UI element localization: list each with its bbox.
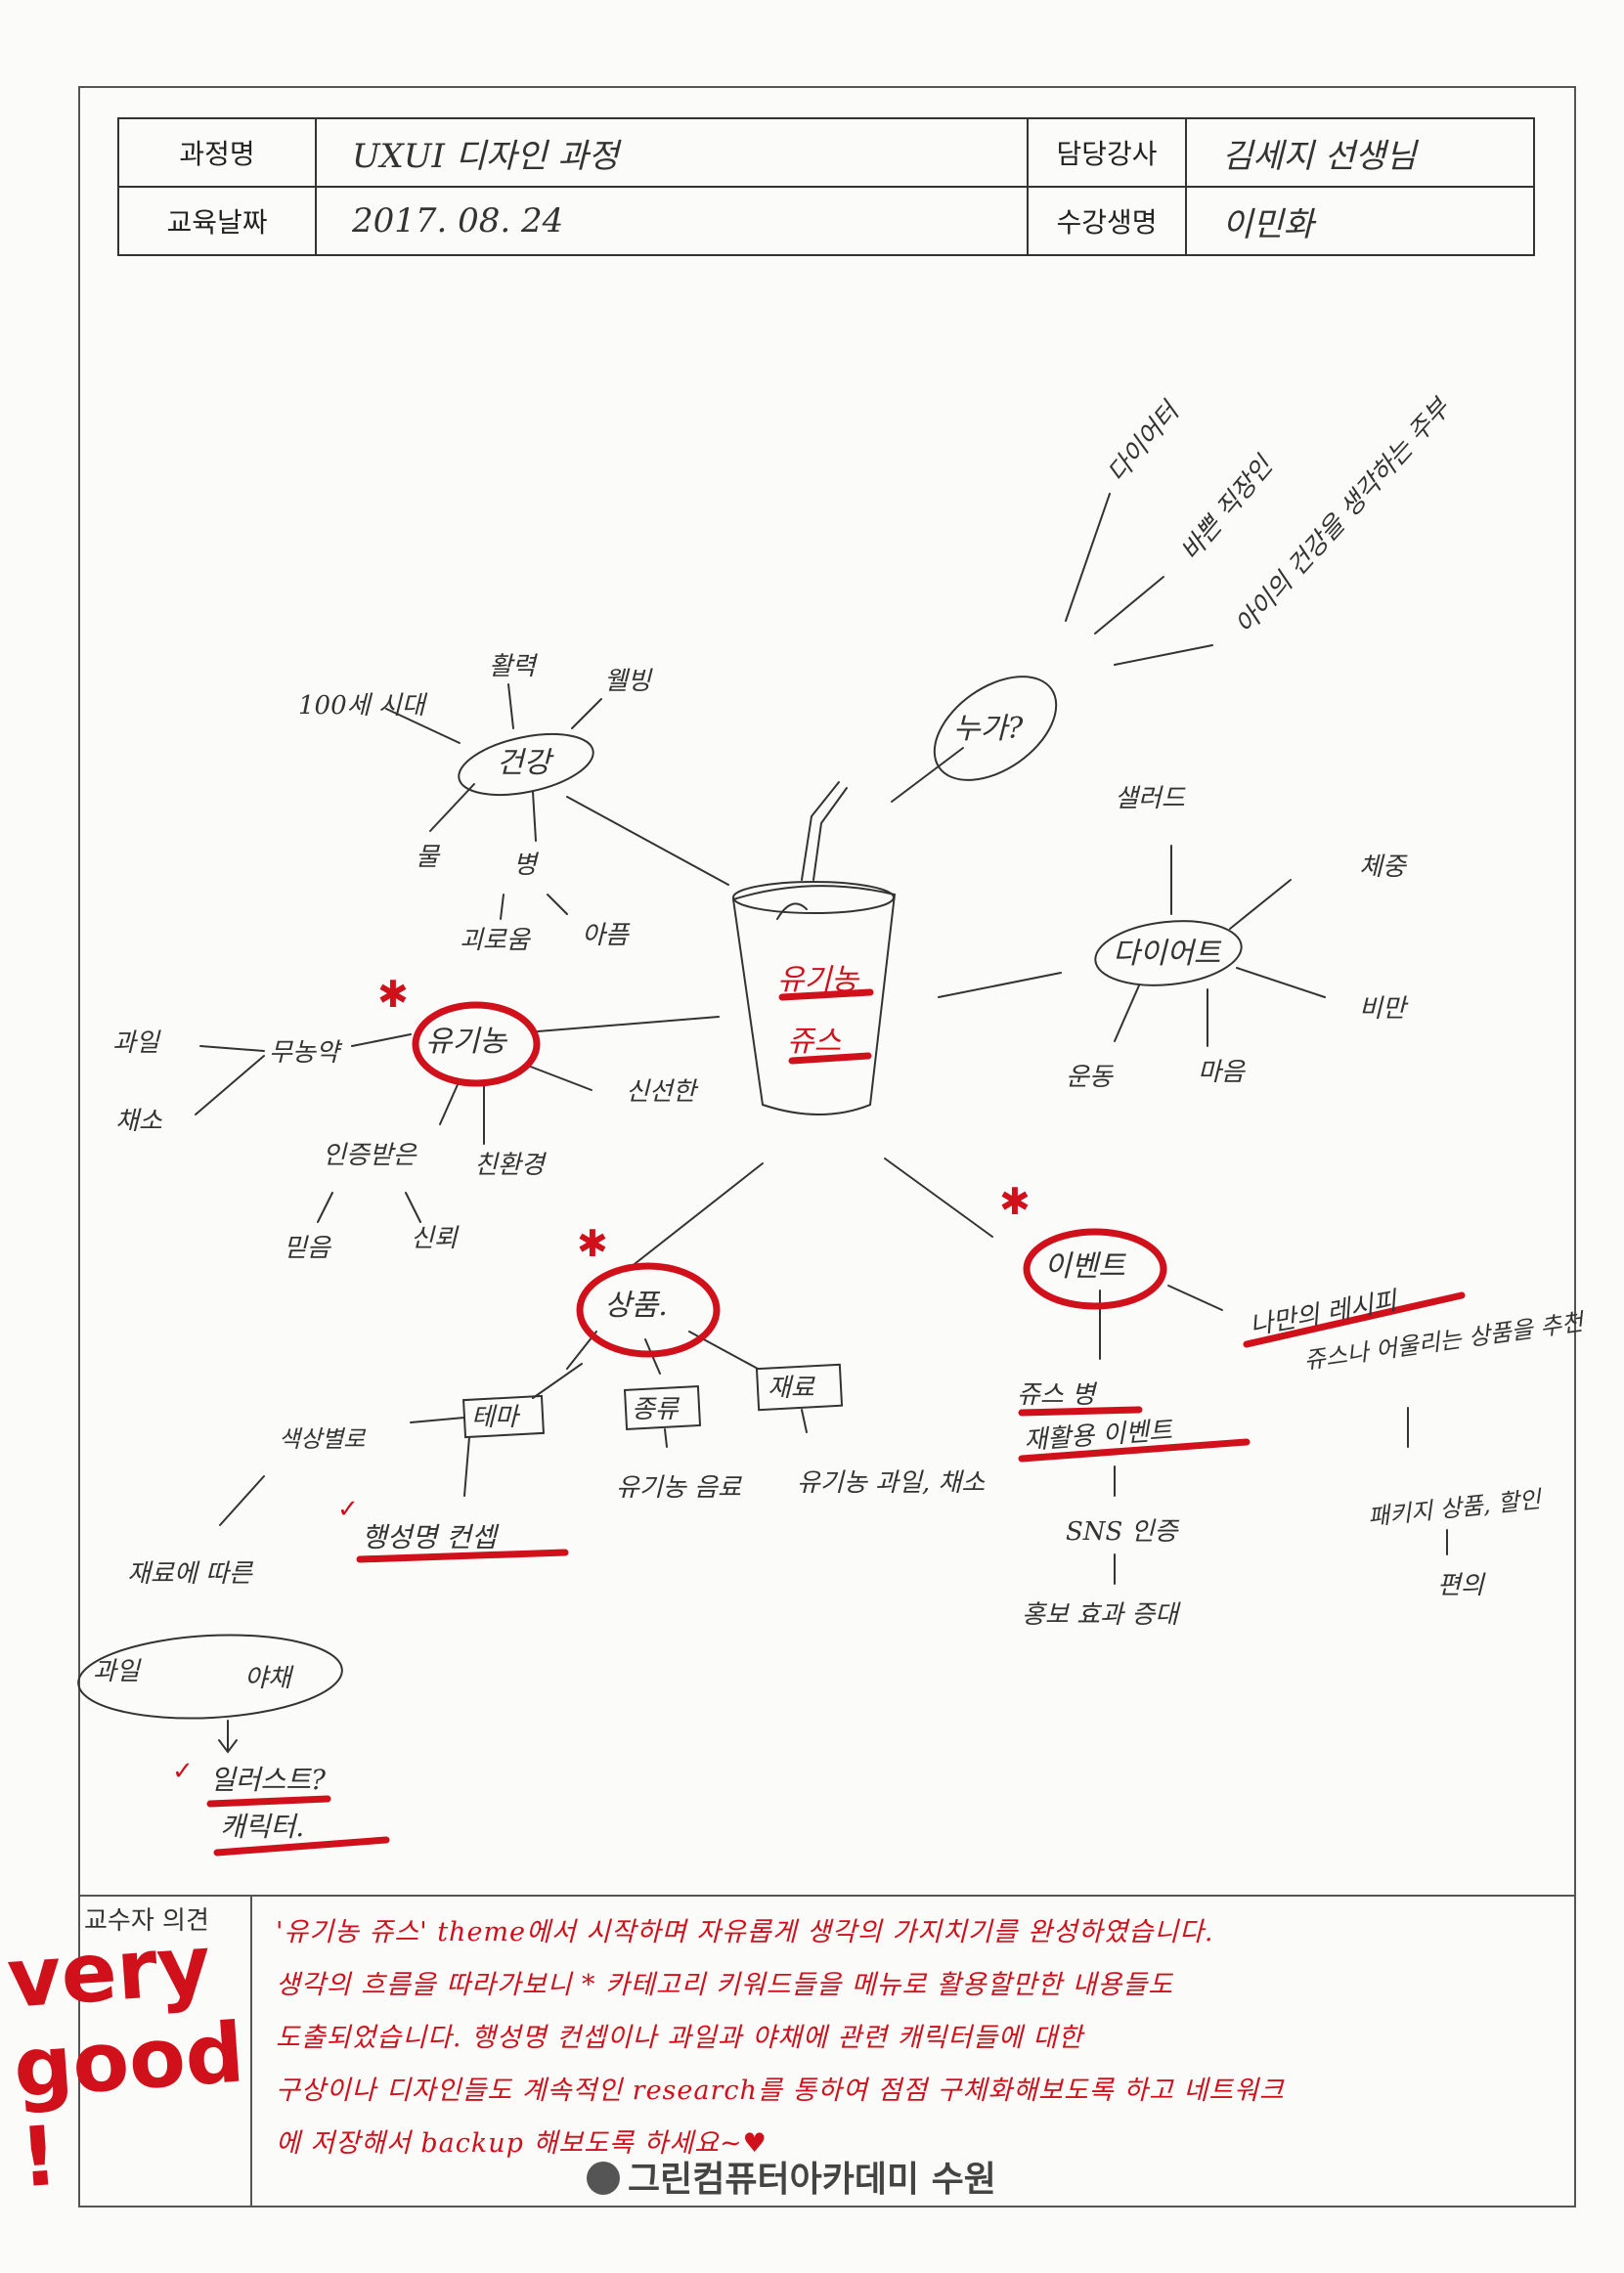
product-item: 과일 [93,1657,142,1686]
organic-label: 유기농 [425,1025,507,1059]
student-label: 수강생명 [1056,206,1158,239]
info-table: 과정명 UXUI 디자인 과정 담당강사 김세지 선생님 교육날짜 2017. … [117,117,1535,256]
diet-item: 체중 [1359,852,1408,882]
health-item: 괴로움 [460,926,532,955]
academy-name: 그린컴퓨터아카데미 수원 [628,2160,996,2200]
health-item: 웰빙 [604,667,653,696]
product-item: 재료 [768,1374,815,1403]
organic-item: 채소 [115,1107,163,1136]
date-value: 2017. 08. 24 [352,201,564,240]
product-item: 테마 [471,1403,521,1432]
product-item: 유기농 과일, 채소 [797,1468,986,1498]
center-text-2: 쥬스 [787,1025,842,1059]
organic-item: 신뢰 [411,1224,460,1253]
comment-line: 에 저장해서 backup 해보도록 하세요~♥ [276,2128,768,2159]
product-item: 색상별로 [279,1425,366,1453]
organic-item: 친환경 [474,1151,548,1180]
organic-item: 무농약 [269,1038,343,1068]
event-item: 나만의 레시피 [1248,1287,1401,1341]
organic-item: 신선한 [626,1077,699,1107]
organic-item: 과일 [112,1028,161,1058]
event-item: 홍보 효과 증대 [1022,1600,1181,1630]
comment-line: 도출되었습니다. 행성명 컨셉이나 과일과 야채에 관련 캐릭터들에 대한 [276,2023,1084,2053]
health-item: 물 [416,843,441,872]
health-item: 병 [513,851,540,880]
course-value: UXUI 디자인 과정 [352,136,619,176]
event-item: 편의 [1437,1571,1486,1600]
course-label: 과정명 [179,138,255,170]
event-item: 쥬스 병 [1017,1380,1098,1410]
event-label: 이벤트 [1044,1249,1126,1284]
comment-text: '유기농 쥬스' theme에서 시작하며 자유롭게 생각의 가지치기를 완성하… [276,1906,1547,2170]
star-icon: ✱ [999,1180,1031,1223]
product-item: 야채 [244,1664,294,1693]
diet-item: 비만 [1359,994,1409,1024]
product-item: 종류 [632,1395,680,1424]
student-value: 이민화 [1222,204,1314,244]
health-label: 건강 [497,746,554,780]
date-label: 교육날짜 [166,206,268,239]
diet-item: 샐러드 [1115,784,1186,813]
health-item: 100세 시대 [298,691,428,721]
instructor-value: 김세지 선생님 [1222,136,1417,176]
product-item: 유기농 음료 [616,1473,742,1503]
event-item: 패키지 상품, 할인 [1367,1485,1544,1531]
product-item: 행성명 컨셉 [362,1521,500,1553]
organic-item: 믿음 [284,1234,332,1263]
product-item: 캐릭터. [220,1811,304,1843]
star-icon: ✱ [377,973,409,1016]
academy-footer: 그린컴퓨터아카데미 수원 [587,2151,996,2202]
diet-label: 다이어트 [1113,937,1222,971]
very-good-stamp: very good ! [4,1916,247,2207]
who-item: 다이어터 [1102,396,1186,489]
instructor-label: 담당강사 [1056,138,1158,170]
comment-box [78,1895,1576,2207]
diet-item: 운동 [1066,1063,1115,1092]
event-item: SNS 인증 [1066,1517,1180,1547]
who-item: 바쁜 직장인 [1175,451,1280,567]
event-circle [1023,1228,1167,1310]
check-icon: ✓ [337,1495,359,1524]
academy-logo-icon [587,2162,620,2195]
product-item: 재료에 따른 [127,1559,254,1589]
comment-line: '유기농 쥬스' theme에서 시작하며 자유롭게 생각의 가지치기를 완성하… [276,1917,1214,1947]
who-label: 누가? [953,712,1024,746]
page-frame [78,86,1576,2207]
organic-item: 인증받은 [323,1141,417,1170]
health-item: 활력 [489,652,539,681]
comment-line: 구상이나 디자인들도 계속적인 research를 통하여 점점 구체화해보도록… [276,2076,1285,2106]
health-item: 아픔 [582,921,631,950]
comment-line: 생각의 흐름을 따라가보니 * 카테고리 키워드들을 메뉴로 활용할만한 내용들… [276,1970,1174,2000]
organic-circle [412,1001,541,1087]
star-icon: ✱ [577,1222,608,1265]
juice-cup-icon [731,885,897,1115]
product-item: 일러스트? [210,1764,327,1796]
product-label: 상품. [604,1289,668,1323]
product-circle [576,1262,721,1358]
comment-label: 교수자 의견 [84,1906,209,1936]
diet-item: 마음 [1198,1058,1247,1087]
center-text-1: 유기농 [777,963,859,997]
who-item: 아이의 건강을 생각하는 주부 [1230,392,1457,639]
check-icon: ✓ [172,1757,194,1786]
